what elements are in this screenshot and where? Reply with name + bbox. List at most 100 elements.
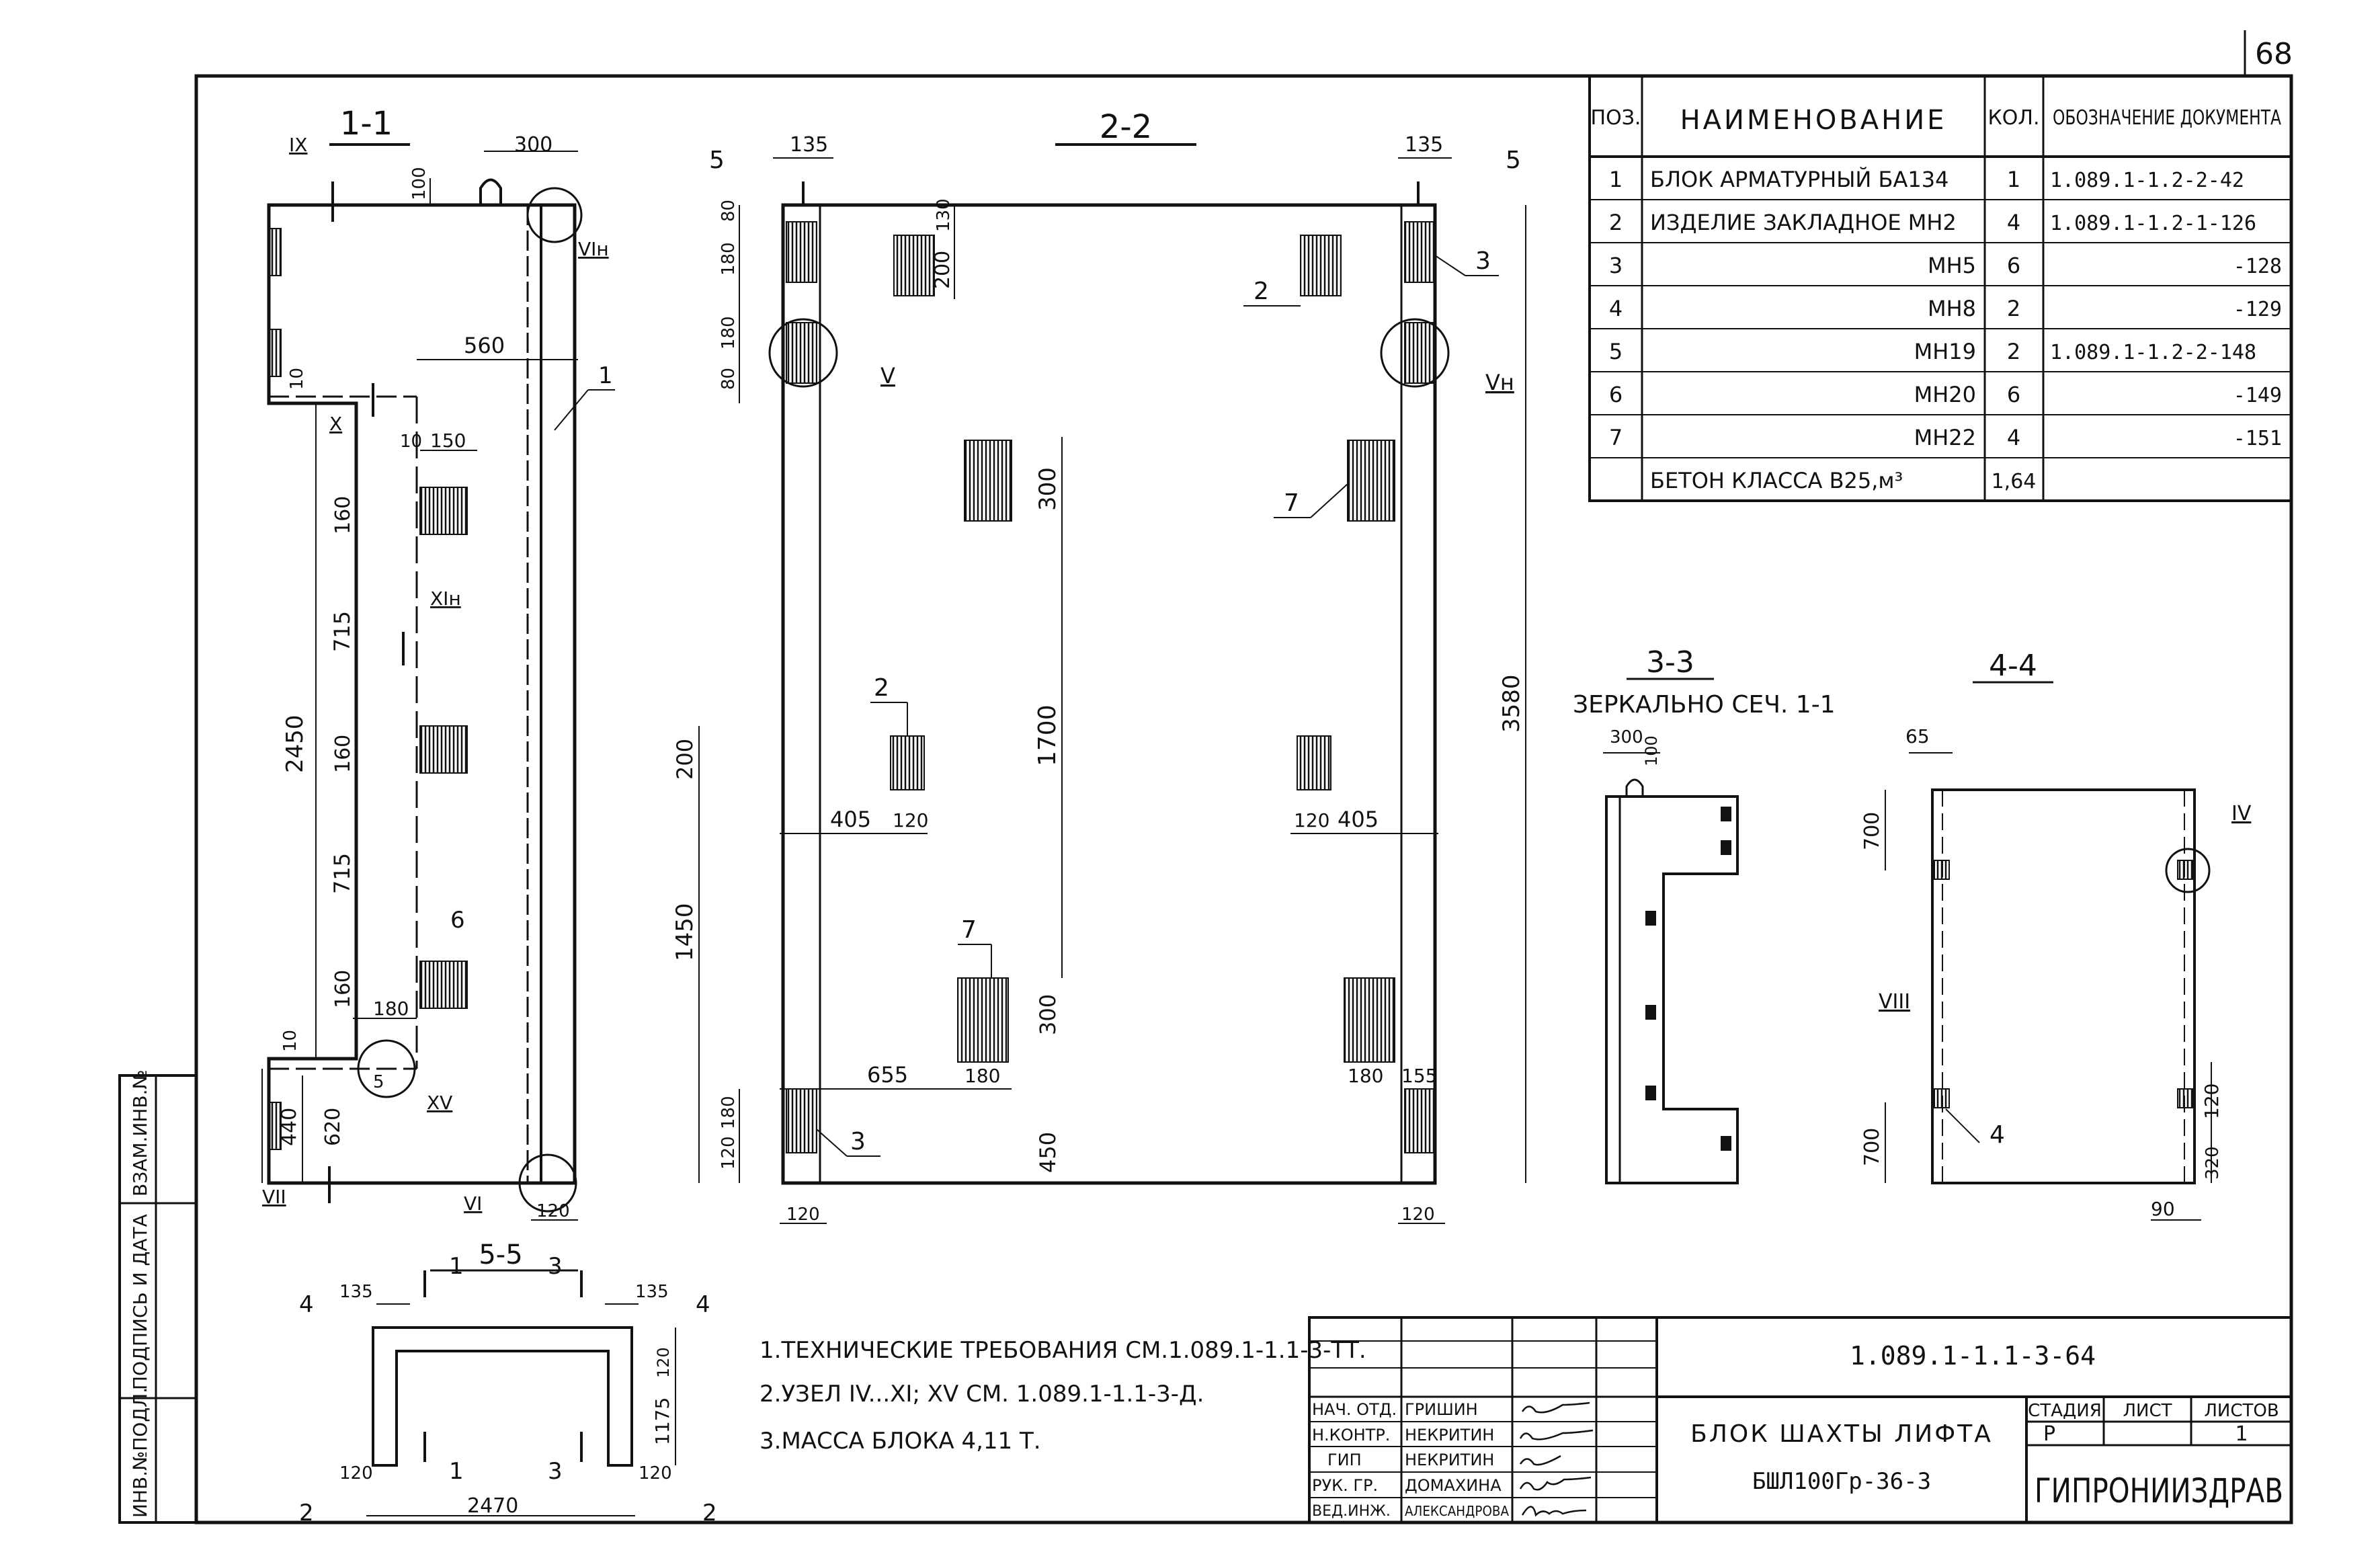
drawing-label: ДОМАХИНА — [1405, 1476, 1502, 1495]
embedded-part — [1344, 977, 1395, 1063]
drawing-label: 6 — [450, 907, 465, 934]
drawing-label: 135 — [635, 1282, 669, 1302]
drawing-label: 620 — [321, 1108, 345, 1146]
drawing-label: 1 — [2007, 167, 2020, 192]
section-4-4: 4-4 65 700 700 120 320 90 IV VIII 4 — [1860, 649, 2252, 1221]
drawing-label: 6 — [2007, 382, 2020, 407]
drawing-label: 1 — [449, 1253, 464, 1280]
drawing-label: 7 — [1284, 489, 1299, 517]
section-1-1: 1-1 30 — [261, 105, 615, 1221]
drawing-label: 120 — [786, 1205, 820, 1225]
drawing-label: 4 — [2007, 210, 2020, 235]
drawing-label: 4 — [696, 1291, 710, 1318]
drawing-label: МН5 — [1928, 253, 1976, 278]
drawing-label: VIII — [1879, 990, 1910, 1014]
drawing-label: 5 — [1609, 339, 1623, 364]
drawing-label: 90 — [2151, 1198, 2175, 1220]
drawing-label: 200 — [931, 251, 954, 289]
drawing-label: V — [880, 363, 895, 389]
drawing-label: Vн — [1485, 370, 1514, 395]
drawing-label: БЕТОН КЛАССА В25,м³ — [1650, 468, 1903, 493]
drawing-label: ГРИШИН — [1405, 1400, 1478, 1419]
table-row: 3 МН5 6 -128 — [1609, 253, 2282, 278]
drawing-label: 300 — [1610, 727, 1643, 747]
section-3-3-title: 3-3 — [1646, 645, 1694, 680]
embedded-part — [1300, 235, 1342, 296]
drawing-label: 120 — [339, 1463, 373, 1483]
drawing-label: 135 — [1405, 133, 1443, 157]
embedded-part — [419, 487, 468, 535]
section-5-5-title: 5-5 — [479, 1239, 522, 1270]
drawing-label: 135 — [339, 1282, 373, 1302]
spec-table: ПОЗ. НАИМЕНОВАНИЕ КОЛ. ОБОЗНАЧЕНИЕ ДОКУМ… — [1588, 75, 2293, 502]
drawing-label: 180 — [719, 242, 739, 276]
drawing-label: 10 — [280, 1030, 300, 1052]
drawing-label: 120 — [2201, 1084, 2223, 1119]
col-doc-header: ОБОЗНАЧЕНИЕ ДОКУМЕНТА — [2053, 106, 2281, 130]
table-row: 1 БЛОК АРМАТУРНЫЙ БА134 1 1.089.1-1.2-2-… — [1609, 167, 2244, 192]
drawing-label: 120 — [654, 1347, 673, 1378]
drawing-label: 6 — [1609, 382, 1623, 407]
sheets-value: 1 — [2235, 1422, 2248, 1446]
organization: ГИПРОНИИЗДРАВ — [2035, 1471, 2283, 1510]
drawing-label: 80 — [719, 200, 739, 222]
drawing-label: 10 — [400, 432, 422, 452]
drawing-label: 1700 — [1034, 704, 1061, 766]
drawing-label: 130 — [934, 198, 954, 232]
drawing-label: 100 — [1642, 735, 1661, 766]
drawing-label: ИЗДЕЛИЕ ЗАКЛАДНОЕ МН2 — [1650, 210, 1957, 235]
drawing-label: 560 — [464, 333, 505, 358]
drawing-label: 1 — [1609, 167, 1623, 192]
drawing-label: 3 — [1609, 253, 1623, 278]
drawing-label: XV — [427, 1092, 452, 1114]
drawing-label: 1450 — [671, 903, 698, 961]
drawing-label: 180 — [1348, 1065, 1383, 1087]
drawing-label: 100 — [409, 167, 429, 200]
embedded-part — [893, 235, 935, 296]
side-stamp: ИНВ.№ПОДЛ. ПОДПИСЬ И ДАТА ВЗАМ.ИНВ.№ — [118, 1069, 198, 1524]
drawing-label: АЛЕКСАНДРОВА — [1405, 1503, 1509, 1519]
drawing-label: 1.089.1-1.2-2-148 — [2050, 341, 2256, 364]
drawing-label: 2 — [2007, 296, 2020, 321]
embedded-part — [1347, 440, 1395, 522]
drawing-label: 2 — [2007, 339, 2020, 364]
embedded-part — [419, 961, 468, 1009]
table-row: 5 МН19 2 1.089.1-1.2-2-148 — [1609, 339, 2256, 364]
table-row: БЕТОН КЛАССА В25,м³ 1,64 — [1650, 468, 2036, 493]
note-3: 3.МАССА БЛОКА 4,11 Т. — [760, 1428, 1041, 1455]
signature — [1519, 1476, 1592, 1491]
drawing-label: ЛИСТ — [2123, 1401, 2172, 1421]
drawing-label: 7 — [1609, 425, 1623, 450]
drawing-label: 6 — [2007, 253, 2020, 278]
sheet-frame — [194, 74, 2293, 1524]
title-block: 1.089.1-1.1-3-64 БЛОК ШАХТЫ ЛИФТА БШЛ100… — [1308, 1316, 2293, 1524]
drawing-label: 4 — [1989, 1121, 2005, 1149]
drawing-label: 1175 — [651, 1397, 673, 1445]
drawing-title: БЛОК ШАХТЫ ЛИФТА — [1690, 1420, 1993, 1448]
drawing-label: 1 — [598, 362, 613, 389]
drawing-label: 2 — [299, 1500, 314, 1527]
product-mark: БШЛ100Гр-36-3 — [1752, 1468, 1931, 1495]
drawing-label: -149 — [2233, 384, 2282, 407]
embedded-part — [964, 440, 1012, 522]
drawing-label: 1,64 — [1992, 470, 2037, 493]
drawing-label: 120 — [536, 1201, 570, 1221]
drawing-label: 160 — [331, 496, 355, 534]
doc-code: 1.089.1-1.1-3-64 — [1850, 1341, 2096, 1371]
drawing-label: 180 — [965, 1065, 1000, 1087]
drawing-label: -151 — [2233, 427, 2282, 450]
drawing-label: 440 — [278, 1108, 301, 1146]
drawing-label: 120 — [1401, 1205, 1435, 1225]
drawing-label: 320 — [2203, 1146, 2223, 1180]
drawing-label: 700 — [1860, 1128, 1884, 1166]
drawing-label: 120 — [719, 1136, 739, 1170]
drawing-label: СТАДИЯ — [2028, 1401, 2102, 1421]
drawing-label: 10 — [287, 368, 307, 390]
drawing-label: 3 — [548, 1458, 563, 1485]
drawing-label: ВЕД.ИНЖ. — [1312, 1503, 1391, 1520]
drawing-label: VII — [262, 1186, 286, 1208]
drawing-label: НАЧ. ОТД. — [1312, 1400, 1397, 1419]
drawing-label: 80 — [719, 368, 739, 390]
drawing-label: 4 — [1609, 296, 1623, 321]
drawing-label: 4 — [2007, 425, 2020, 450]
